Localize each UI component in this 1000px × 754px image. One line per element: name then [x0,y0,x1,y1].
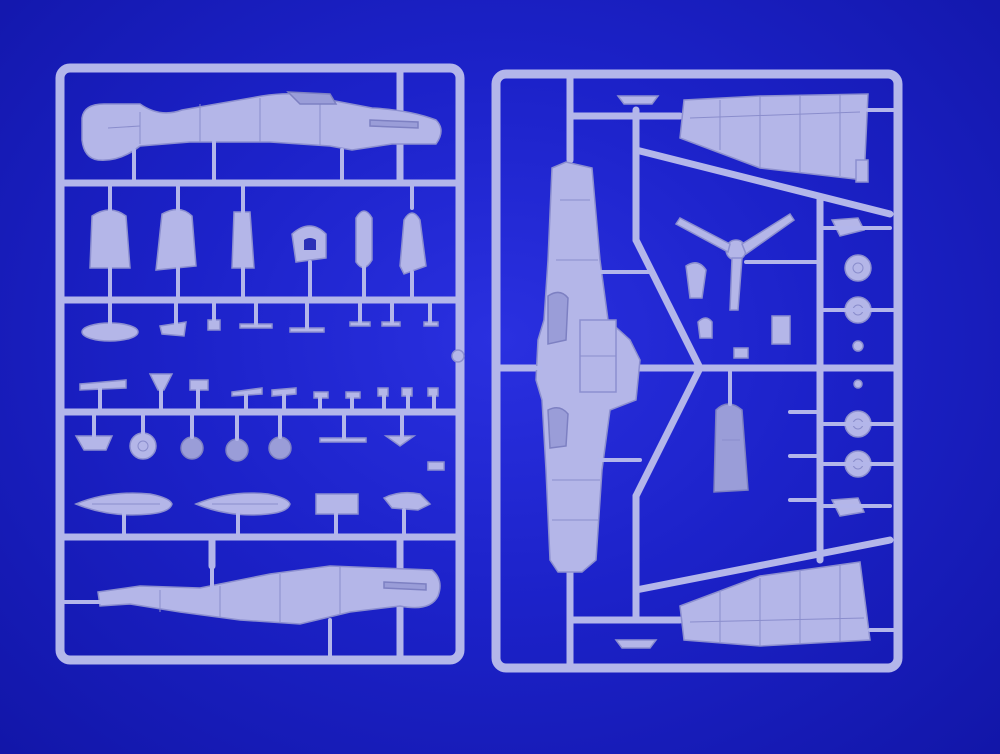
part-small-knob [451,349,465,363]
part-small [383,435,417,447]
part-small [423,321,439,327]
part-tail-wheel [852,340,864,352]
part-bomb [399,212,427,275]
part-wing-tip [855,159,869,183]
part-bomb [355,210,373,269]
right-sprue [491,69,903,673]
part-propeller [674,212,796,311]
part-small [427,461,445,471]
part-headrest [771,315,791,345]
right-runner-diag4 [632,536,894,594]
row6-parts [74,491,432,516]
part-armor-plate [89,209,131,269]
row5-parts [74,432,445,471]
wing-half-top [679,93,869,183]
row2-parts [89,208,427,275]
part-cowling [713,403,749,493]
part-spinner-half [685,262,707,299]
wing-half-bottom [679,561,871,647]
part-small [79,379,127,391]
left-sprue [55,63,465,665]
part-small-comb [614,639,658,649]
lower-wing [535,161,641,573]
part-small [231,387,263,397]
part-armor-plate [155,208,197,271]
part-wheel-hub [225,438,249,462]
left-sprue-frame [55,63,465,665]
part-wheel-hub [180,436,204,460]
part-radiator [315,493,359,515]
part-small [74,435,114,451]
part-small-comb [616,95,660,105]
part-small-cover [382,491,432,511]
right-runner-diag2 [632,236,704,372]
part-wheel [129,432,157,460]
row3-parts [81,319,439,342]
part-wheel [844,254,872,282]
part-small [148,373,174,391]
right-runner-diag3 [632,364,704,500]
part-strut [231,211,255,269]
part-small [853,379,863,389]
part-small [159,321,187,337]
part-small [697,317,713,339]
fuselage-half-top [81,91,442,161]
part-rod [319,437,367,443]
right-runner-diag1 [632,146,894,218]
part-small [733,347,749,359]
fuselage-half-bottom [97,565,441,625]
part-wheel-hub [268,436,292,460]
